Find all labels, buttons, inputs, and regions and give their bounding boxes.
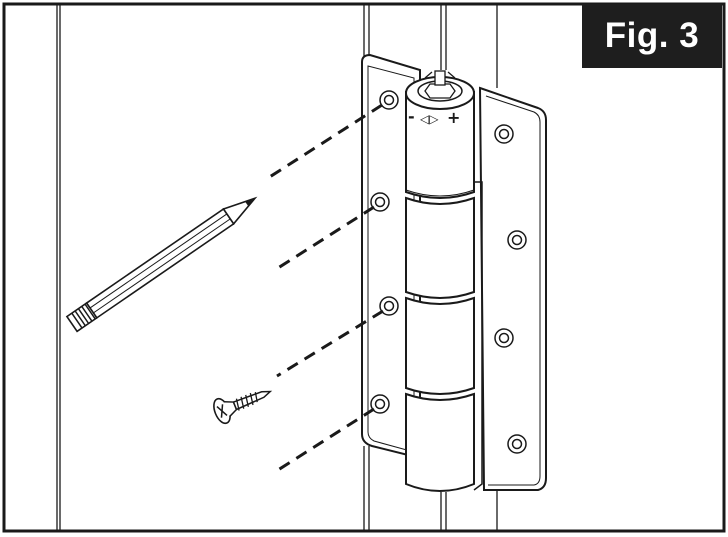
- hinge-right-leaf: [478, 86, 547, 491]
- figure-label: Fig. 3: [582, 4, 722, 68]
- adjuster-markings: - ◁▷ +: [408, 107, 460, 127]
- arrows-mark: ◁▷: [419, 112, 439, 126]
- hinge-barrel: [405, 91, 483, 492]
- pencil-icon: [65, 196, 258, 333]
- door-frame-lines: [56, 5, 498, 530]
- guide-lines: [267, 103, 384, 472]
- minus-mark: -: [408, 107, 415, 126]
- screw-icon: [213, 390, 273, 425]
- plus-mark: +: [447, 108, 460, 127]
- hinge-adjuster-cap: [405, 70, 475, 110]
